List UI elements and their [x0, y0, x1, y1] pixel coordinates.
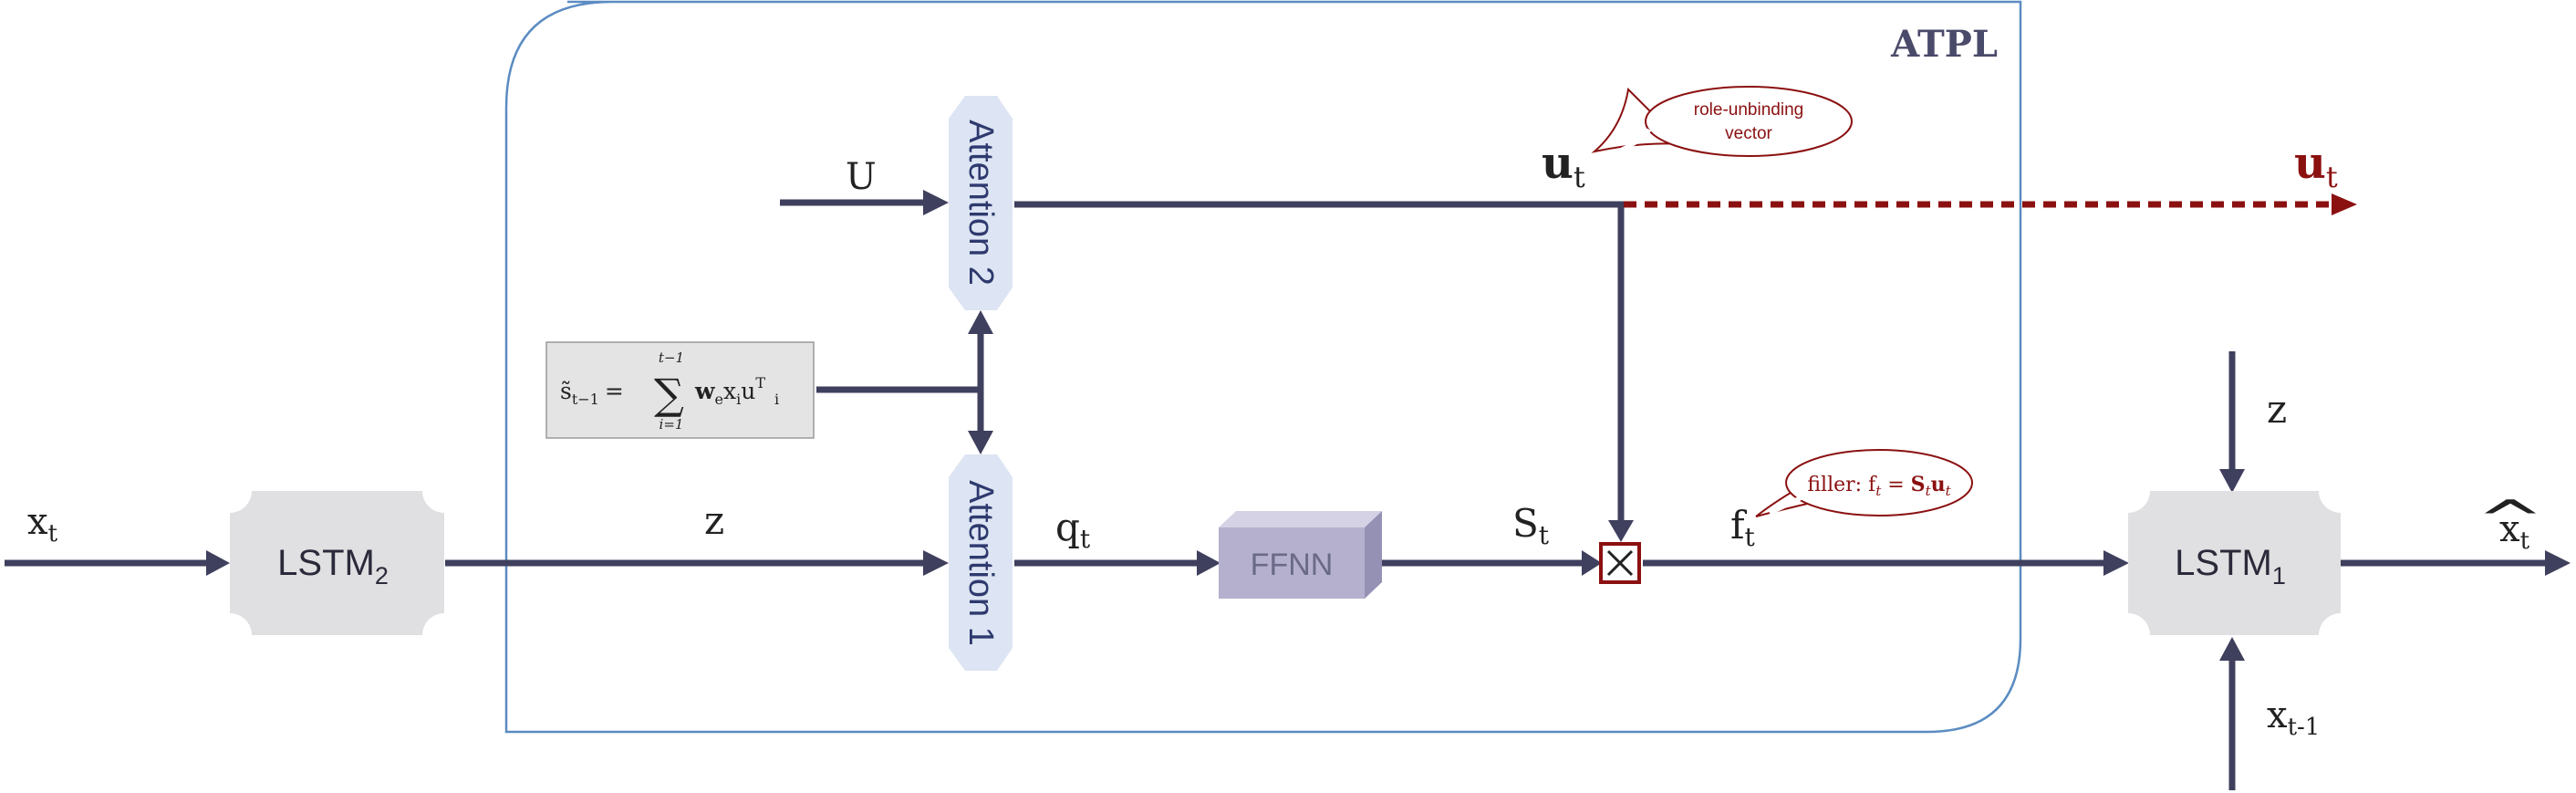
attention1-label: Attention 1 [961, 480, 1000, 646]
callout-filler-s: S [1911, 473, 1926, 496]
label-z-right: z [2267, 387, 2287, 432]
formula-u-sub: i [774, 391, 779, 408]
attention2-label: Attention 2 [961, 120, 1000, 286]
label-ut: u [1542, 138, 1574, 189]
svg-text:ut: ut [2294, 138, 2338, 194]
arrowhead-bus-up [968, 310, 993, 334]
formula-w: w [694, 378, 716, 404]
label-qt-sub: t [1080, 524, 1091, 554]
label-St: S [1512, 501, 1539, 546]
formula-u-sup: T [755, 374, 765, 391]
callout-filler-prefix: filler: [1807, 474, 1868, 496]
multiply-operator [1599, 542, 1641, 584]
arrowhead-lstm1-top [2219, 469, 2245, 493]
arrowhead-ffnn [1197, 550, 1220, 576]
lstm2-label: LSTM [277, 543, 375, 583]
callout-filler-u: u [1931, 473, 1946, 496]
arrowhead-xhat [2545, 550, 2571, 576]
label-St-sub: t [1539, 520, 1550, 550]
formula-x: x [723, 378, 736, 404]
callout-filler-s-sub: t [1926, 483, 1932, 499]
svg-text:wexiuT: wexiuT [694, 374, 765, 408]
callout-filler-u-sub: t [1946, 483, 1952, 499]
formula-x-sub: i [736, 391, 741, 408]
label-xhat-hat: ^ [2476, 489, 2544, 548]
label-xt-sub: t [48, 520, 58, 548]
arrowhead-ut-output [2332, 193, 2357, 215]
formula-lhs-sub: t−1 [572, 391, 599, 408]
label-xtminus1: x [2267, 694, 2288, 736]
label-ut-sub: t [1574, 160, 1585, 194]
formula-u: u [741, 378, 755, 404]
atpl-container [504, 0, 2022, 734]
ffnn-node: FFNN [1219, 511, 1382, 599]
ffnn-label: FFNN [1251, 548, 1334, 582]
callout-role-unbinding: role-unbinding vector [1591, 86, 1853, 157]
svg-text:filler: ft = Stut: filler: ft = Stut [1807, 473, 1951, 499]
label-z-left: z [704, 498, 724, 543]
svg-text:xt: xt [27, 501, 58, 548]
label-ut-out: u [2294, 138, 2326, 189]
label-ft: f [1730, 503, 1748, 548]
label-U: U [846, 156, 877, 198]
formula-lhs: s̃ [560, 378, 572, 404]
svg-text:xt: xt [2499, 508, 2530, 555]
lstm1-label: LSTM [2175, 543, 2272, 583]
label-ft-sub: t [1745, 522, 1756, 552]
atpl-title: ATPL [1890, 23, 1998, 66]
callout-filler-f-sub: t [1875, 483, 1882, 499]
lstm1-node: LSTM1 [2128, 491, 2341, 635]
arrowhead-multiply-top [1608, 520, 1634, 542]
attention2-node: Attention 2 [949, 96, 1013, 310]
svg-text:LSTM1: LSTM1 [2175, 543, 2286, 590]
arrowhead-attention2 [923, 190, 949, 215]
svg-text:s̃t−1=: s̃t−1 = [560, 378, 624, 408]
svg-text:qt: qt [1055, 505, 1091, 554]
label-xt: x [27, 501, 48, 543]
arrowhead-lstm1-bottom [2219, 637, 2245, 661]
label-qt: q [1055, 505, 1080, 549]
callout-filler: filler: ft = Stut [1755, 449, 1973, 517]
formula-sum: ∑ [654, 370, 684, 419]
svg-text:St: St [1512, 501, 1550, 550]
label-xhat: x [2499, 508, 2520, 550]
label-xtminus1-sub: t-1 [2288, 714, 2321, 741]
lstm2-sub: 2 [375, 562, 389, 590]
formula-w-sub: e [715, 391, 723, 408]
formula-upper: t−1 [659, 350, 684, 366]
arrowhead-lstm2 [206, 550, 230, 576]
label-ut-out-sub: t [2326, 160, 2338, 194]
svg-text:ut: ut [1542, 138, 1585, 194]
formula-box: s̃t−1= ∑ t−1 i=1 wexiuT i [545, 341, 815, 439]
arrowhead-multiply-left [1582, 550, 1602, 576]
callout-role-unbinding-line1: role-unbinding [1694, 100, 1803, 120]
callout-filler-eq: = [1881, 474, 1910, 496]
label-xhat-sub: t [2520, 527, 2530, 555]
attention1-node: Attention 1 [949, 454, 1013, 671]
callout-role-unbinding-line2: vector [1725, 124, 1772, 143]
svg-text:LSTM2: LSTM2 [277, 543, 389, 590]
arrowhead-lstm1 [2103, 550, 2129, 576]
lstm2-node: LSTM2 [230, 491, 444, 635]
svg-text:xt-1: xt-1 [2267, 694, 2320, 741]
callout-filler-f: f [1868, 474, 1877, 496]
lstm1-sub: 1 [2272, 562, 2286, 590]
formula-eq: = [605, 378, 624, 404]
formula-lower: i=1 [660, 416, 684, 433]
arrowhead-attention1 [923, 550, 949, 576]
arrowhead-bus-down [968, 431, 993, 454]
svg-text:ft: ft [1730, 503, 1756, 552]
